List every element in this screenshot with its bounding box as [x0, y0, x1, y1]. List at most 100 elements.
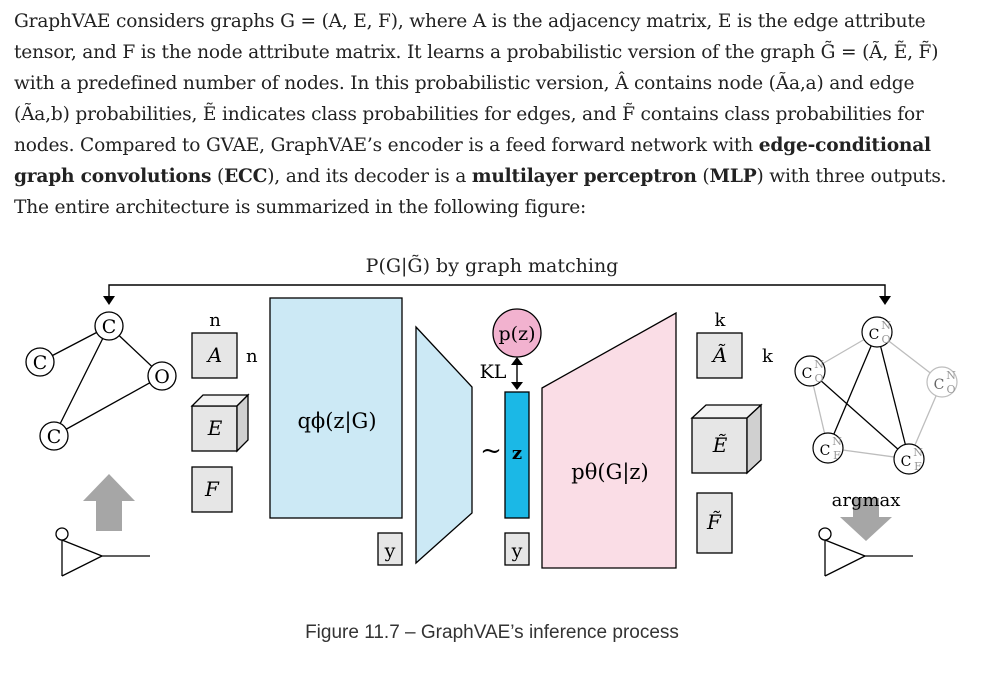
svg-text:F: F [833, 449, 841, 462]
text-run: Ã [21, 104, 35, 125]
sample-symbol: ~ [480, 436, 502, 466]
svg-text:F: F [204, 477, 220, 501]
svg-text:O: O [154, 366, 170, 388]
input-graph-node: C [25, 347, 55, 377]
prior-label: p(z) [499, 323, 536, 345]
text-run: ) with three outputs. [756, 166, 947, 187]
molecule-sketch-icon [818, 527, 913, 577]
input-graph: C C O C [25, 311, 177, 451]
svg-text:F̃: F̃ [706, 510, 722, 534]
text-run: a,a [788, 73, 817, 94]
output-graph-node: C N O [861, 316, 893, 348]
text-run: ) and edge [816, 73, 915, 94]
prior-node: p(z) [492, 308, 542, 358]
text-run: ( [14, 104, 22, 125]
latent-label: z [512, 443, 522, 464]
graphvae-figure: P(G|G̃) by graph matching C C O C [25, 255, 958, 577]
text-run: A [472, 11, 486, 32]
svg-text:C: C [33, 352, 48, 374]
text-run: F [122, 42, 136, 63]
text-run: ( [211, 166, 225, 187]
matrix-E-tilde: Ẽ [690, 403, 763, 475]
bold-term: MLP [709, 166, 757, 187]
text-run: contains class probabilities for [634, 104, 924, 125]
svg-text:C: C [102, 316, 117, 338]
svg-text:N: N [814, 358, 824, 371]
svg-text:F: F [914, 460, 922, 473]
paragraph-line: (Ãa,b) probabilities, Ẽ indicates class … [14, 99, 976, 130]
svg-text:N: N [832, 435, 842, 448]
figure-caption: Figure 11.7 – GraphVAE’s inference proce… [305, 622, 679, 643]
text-run: tensor, and [14, 42, 123, 63]
argmax-label: argmax [832, 490, 901, 511]
encoder-block: qϕ(z|G) y [269, 297, 473, 566]
svg-text:C: C [869, 327, 880, 343]
text-run: E [717, 11, 732, 32]
text-run: indicates class probabilities for edges,… [216, 104, 623, 125]
svg-text:N: N [946, 369, 956, 382]
dim-n-side: n [246, 346, 258, 367]
text-run: ) probabilities, [62, 104, 203, 125]
dim-k-top: k [715, 310, 727, 331]
paragraph-line: tensor, and F is the node attribute matr… [14, 37, 976, 68]
upward-flow-arrow-icon [83, 474, 135, 531]
output-graph-node: C N F [893, 443, 925, 475]
decoder-label: pθ(G|z) [571, 460, 648, 485]
matrix-E: E [190, 393, 250, 453]
svg-text:N: N [913, 446, 923, 459]
molecule-sketch-icon [55, 527, 150, 577]
svg-text:C: C [802, 366, 813, 382]
encoder-y-label: y [384, 540, 396, 562]
svg-text:A: A [206, 343, 222, 367]
latent-vector: z y [504, 391, 530, 566]
kl-arrow: KL [480, 357, 523, 390]
dim-n-top: n [209, 310, 221, 331]
text-run: , where [397, 11, 473, 32]
svg-text:C: C [901, 454, 912, 470]
svg-text:O: O [946, 383, 955, 396]
matrix-A-tilde: k Ã k [696, 310, 774, 379]
svg-text:C: C [934, 377, 945, 393]
text-run: ), and its decoder is a [267, 166, 472, 187]
input-graph-node: C [39, 421, 69, 451]
paragraph-line: graph convolutions (ECC), and its decode… [14, 161, 976, 192]
svg-text:Ẽ: Ẽ [712, 433, 728, 457]
bold-term: ECC [224, 166, 268, 187]
text-run: is the edge attribute [731, 11, 926, 32]
graph-matching-label: P(G|G̃) by graph matching [366, 255, 619, 277]
input-graph-node: O [147, 361, 177, 391]
output-graph: C N O C N O C N O C N F C N F [794, 316, 958, 475]
dim-k-side: k [762, 346, 774, 367]
output-graph-node: C N O [794, 355, 826, 387]
svg-text:O: O [814, 372, 823, 385]
svg-text:Ã: Ã [711, 343, 727, 367]
text-run: is the node attribute matrix. It learns … [135, 42, 821, 63]
paragraph-line: The entire architecture is summarized in… [14, 192, 976, 223]
text-run: is the adjacency matrix, [485, 11, 718, 32]
text-run: Ẽ [202, 104, 217, 125]
svg-text:C: C [47, 426, 62, 448]
encoder-label: qϕ(z|G) [297, 409, 376, 434]
bold-term: graph convolutions [14, 166, 212, 187]
text-run: Ã [775, 73, 789, 94]
paragraph-line: with a predefined number of nodes. In th… [14, 68, 976, 99]
text-run: with a predefined number of nodes. In th… [14, 73, 616, 94]
text-run: ( [696, 166, 710, 187]
text-run: G̃ = (Ã, Ẽ, F̃) [820, 42, 939, 63]
svg-text:C: C [820, 443, 831, 459]
svg-text:N: N [881, 319, 891, 332]
text-run: The entire architecture is summarized in… [14, 197, 587, 218]
paragraph-line: GraphVAE considers graphs G = (A, E, F),… [14, 6, 976, 37]
matrix-A: n A n [191, 310, 258, 379]
kl-label: KL [480, 361, 507, 383]
text-run: G = (A, E, F) [280, 11, 398, 32]
svg-text:E: E [207, 416, 223, 440]
body-paragraph: GraphVAE considers graphs G = (A, E, F),… [14, 6, 976, 223]
text-run: Â [615, 73, 629, 94]
bold-term: edge-conditional [758, 135, 931, 156]
input-graph-node: C [94, 311, 124, 341]
text-run: GraphVAE considers graphs [14, 11, 281, 32]
argmax-arrow: argmax [832, 490, 901, 541]
text-run: F̃ [622, 104, 635, 125]
text-run: nodes. Compared to GVAE, GraphVAE’s enco… [14, 135, 759, 156]
